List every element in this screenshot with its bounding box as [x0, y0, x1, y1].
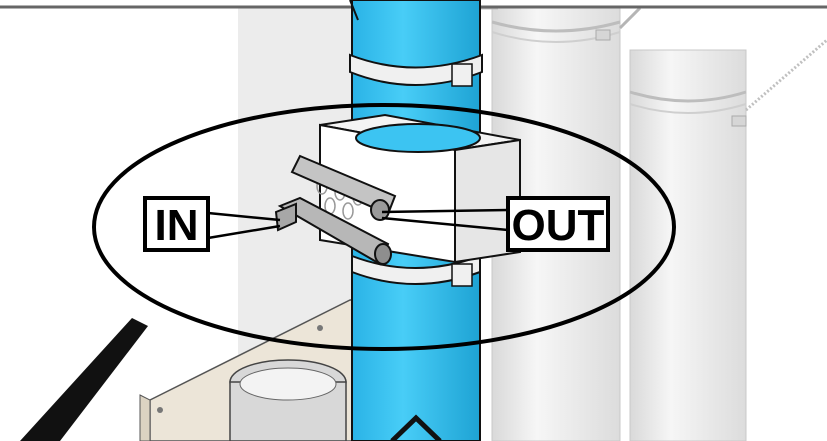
in-label: IN: [155, 201, 199, 250]
out-label: OUT: [512, 201, 605, 250]
